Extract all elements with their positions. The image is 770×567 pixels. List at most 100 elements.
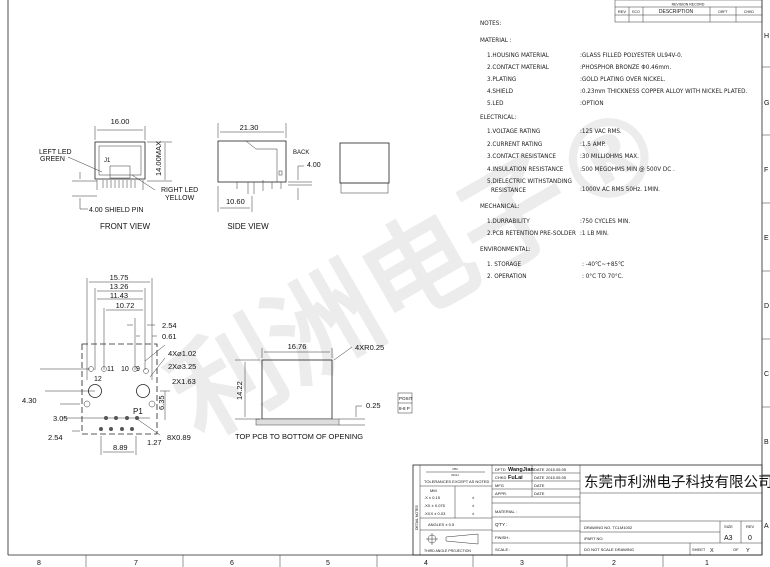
notes-sections-1-items-1-label-text: 2.CURRENT RATING bbox=[487, 141, 542, 148]
views-side-title-text: SIDE VIEW bbox=[227, 222, 269, 231]
notes-sections-3-items-0-value-text: : -40℃~+85℃ bbox=[582, 261, 625, 268]
pcb-layout: 15.75 13.26 11.43 10.72 2.54 0.61 4X⌀1.0… bbox=[22, 273, 196, 455]
notes-sections-1-title-text: ELECTRICAL: bbox=[480, 114, 516, 121]
title-block: DETAIL NOTES MM INCH TOLERANCES EXCEPT A… bbox=[412, 464, 770, 556]
side-view: 21.30 BACK 4.00 10.60 SIDE VIEW bbox=[217, 123, 321, 231]
views-pcb-d061-text: 0.61 bbox=[162, 332, 177, 341]
notes-sections-2-items-0-label-text: 1.DURRABILITY bbox=[487, 218, 530, 225]
title-block-size-text: A3 bbox=[724, 535, 733, 542]
zone-numbers: 8 7 6 5 4 3 2 1 bbox=[37, 560, 709, 567]
views-pcb-d635-text: 6.35 bbox=[157, 395, 166, 410]
views-pcb-n9-text: 9 bbox=[136, 366, 140, 373]
views-pcb-d889-text: 8.89 bbox=[113, 443, 128, 452]
title-block-sign-2-role-text: MFG bbox=[495, 483, 504, 488]
views-front-left-led-text: LEFT LED bbox=[39, 149, 72, 156]
notes-sections-0-items-2-value-text: :GOLD PLATING OVER NICKEL. bbox=[580, 76, 666, 83]
title-block-tol-head-text: MM bbox=[430, 488, 437, 493]
views-front-height-text: 14.00MAX bbox=[154, 141, 163, 176]
notes-sections-1-items-0-label-text: 1.VOLTAGE RATING bbox=[487, 128, 540, 135]
position-box: POSIT 8-8 P bbox=[397, 392, 413, 414]
title-block-sign-0-role-text: DFTD bbox=[495, 467, 506, 472]
views-pcb-d430-text: 4.30 bbox=[22, 396, 37, 405]
zone-letter: A bbox=[764, 523, 769, 530]
title-block-size-label-text: SIZE bbox=[724, 524, 733, 529]
notes-sections-3-items-1-value-text: : 0°C TO 70°C. bbox=[582, 272, 624, 280]
views-side-back-dim-text: 4.00 bbox=[307, 162, 321, 169]
views-pcb-n11-text: 11 bbox=[107, 366, 114, 373]
title-block-projection-text: THIRD ANGLE PROJECTION bbox=[424, 549, 471, 553]
notes-sections-2-title-text: MECHANICAL: bbox=[480, 203, 519, 210]
title-block-sign-1-date-label-text: DATE bbox=[534, 475, 545, 480]
notes-sections-0-items-2-label-text: 3.PLATING bbox=[487, 76, 516, 83]
zone-number: 5 bbox=[326, 560, 330, 567]
zone-number: 6 bbox=[230, 560, 234, 567]
title-block-tol-rows-2-text: .XXX ± 0.03 bbox=[424, 511, 446, 516]
notes-sections-1-items-3-label-text: 4.INSULATION RESISTANCE bbox=[487, 166, 564, 173]
title-block-sign-3-date-label-text: DATE bbox=[534, 491, 545, 496]
notes-sections-1-items-0-value-text: :125 VAC RMS. bbox=[580, 128, 622, 135]
title-block-of-text: Y bbox=[746, 548, 750, 554]
title-block-tol-vals-0-text: ± bbox=[472, 495, 475, 500]
views-front-shield-pin-text: 4.00 SHIELD PIN bbox=[89, 207, 143, 214]
title-block-sign-2-date-label-text: DATE bbox=[534, 483, 545, 488]
notes-sections-0-items-0-label-text: 1.HOUSING MATERIAL bbox=[487, 52, 550, 59]
zone-number: 8 bbox=[37, 560, 41, 567]
views-front-j1-text: J1 bbox=[104, 158, 111, 164]
views-pcb-dims-2-text: 11.43 bbox=[110, 291, 128, 300]
notes-sections-0-title-text: MATERIAL : bbox=[480, 37, 512, 44]
notes-sections-1-items-2-value-text: :30 MILLIOHMS MAX. bbox=[580, 153, 639, 160]
revision-record-columns-2-text: DESCRIPTION bbox=[659, 9, 694, 15]
views-pcb-dims-1-text: 13.26 bbox=[110, 282, 129, 291]
title-block-dont-scale-text: DO NOT SCALE DRAWING bbox=[584, 547, 634, 552]
title-block-sign-1-date-text: 2015.05.05 bbox=[546, 475, 567, 480]
views-pcb-d254b-text: 2.54 bbox=[48, 433, 63, 442]
views-opening-width-text: 16.76 bbox=[288, 342, 307, 351]
title-block-tol-rows-0-text: .X ± 0.15 bbox=[424, 495, 441, 500]
views-opening-height-text: 14.22 bbox=[235, 381, 244, 400]
views-pcb-d127-text: 1.27 bbox=[147, 438, 162, 447]
views-pcb-hole1-text: 4X⌀1.02 bbox=[168, 349, 196, 358]
revision-record-columns-3-text: DRFT bbox=[718, 10, 728, 14]
views-pcb-n12-text: 12 bbox=[94, 376, 102, 383]
views-position-box-l2-text: 8-8 P bbox=[399, 406, 410, 411]
title-block-tol-rows-1-text: .XX ± 0.075 bbox=[424, 503, 446, 508]
views-opening-radius-text: 4XR0.25 bbox=[355, 343, 384, 352]
views-pcb-hole2-text: 2X⌀3.25 bbox=[168, 362, 196, 371]
title-block-sign-0-name-text: WangJian bbox=[508, 467, 534, 473]
title-block-tolerance-text: TOLERANCES EXCEPT AS NOTED bbox=[424, 479, 490, 484]
views-pcb-dims-0-text: 15.75 bbox=[110, 273, 129, 282]
notes-sections-1-items-4-value-text: :1000V AC RMS 50Hz. 1MIN. bbox=[580, 186, 660, 193]
notes-sections-1-items-4-label2-text: RESISTANCE bbox=[491, 187, 526, 194]
title-block-qty-text: Q'TY : bbox=[495, 522, 508, 527]
title-block-units-bottom-text: INCH bbox=[451, 473, 458, 477]
zone-letter: D bbox=[764, 303, 769, 310]
notes-sections-1-items-3-value-text: :500 MEGOHMS MIN @ 500V DC . bbox=[580, 165, 675, 173]
views-pcb-n10-text: 10 bbox=[121, 366, 129, 373]
notes: NOTES: MATERIAL : 1.HOUSING MATERIAL:GLA… bbox=[480, 20, 748, 280]
title-block-finish-text: FINISH : bbox=[495, 535, 510, 540]
notes-sections-3-items-0-label-text: 1. STORAGE bbox=[487, 261, 522, 268]
revision-record-columns-1-text: ECO bbox=[632, 10, 640, 14]
notes-sections-0-items-4-label-text: 5.LED bbox=[487, 100, 504, 107]
revision-record: REVISION RECORD REV ECO DESCRIPTION DRFT… bbox=[614, 0, 763, 23]
title-block-material-text: MATERIAL : bbox=[495, 509, 517, 514]
views-front-title-text: FRONT VIEW bbox=[100, 222, 151, 231]
notes-sections-2-items-1-label-text: 2.PCB RETENTION PRE-SOLDER bbox=[487, 230, 576, 237]
notes-sections-1-items-1-value-text: :1.5 AMP. bbox=[580, 141, 606, 148]
notes-sections-0-items-1-label-text: 2.CONTACT MATERIAL bbox=[487, 64, 550, 71]
zone-number: 3 bbox=[520, 560, 524, 567]
zone-letter: C bbox=[764, 371, 769, 378]
views-side-back-text: BACK bbox=[293, 150, 309, 156]
title-block-angles-text: ANGLES ± 0.5 bbox=[428, 522, 455, 527]
rear-view bbox=[339, 142, 390, 194]
title-block-sign-1-name-text: FuLai bbox=[508, 475, 523, 481]
zone-letter: E bbox=[764, 235, 769, 242]
notes-sections-0-items-0-value-text: :GLASS FILLED POLYESTER UL94V-0. bbox=[580, 52, 683, 59]
notes-sections-1-items-4-label-text: 5.DIELECTRIC WITHSTANDING bbox=[487, 178, 572, 185]
notes-sections-3-items-1-label-text: 2. OPERATION bbox=[487, 273, 527, 280]
zone-letter: H bbox=[764, 33, 769, 40]
notes-sections-1-items-2-label-text: 3.CONTACT RESISTANCE bbox=[487, 153, 556, 160]
views-position-box-l1-text: POSIT bbox=[399, 396, 413, 401]
views-front-left-led-color-text: GREEN bbox=[40, 156, 65, 163]
